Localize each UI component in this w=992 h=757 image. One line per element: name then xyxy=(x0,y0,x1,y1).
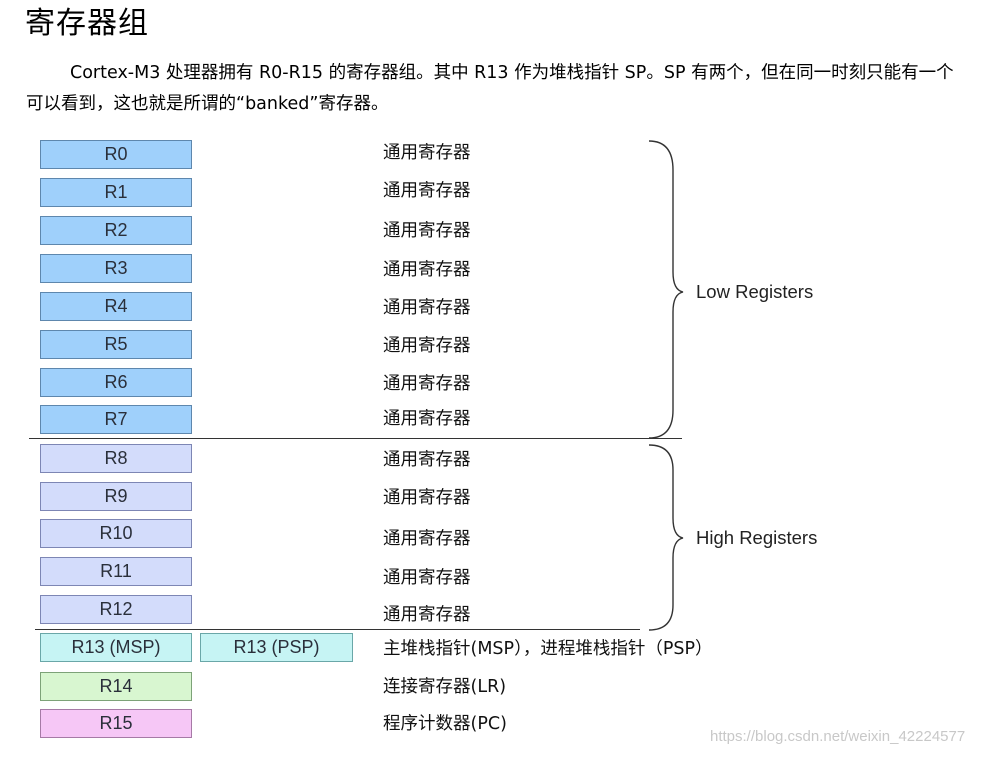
register-r10: R10 xyxy=(40,519,192,548)
low-registers-brace xyxy=(648,140,684,439)
high-registers-brace xyxy=(648,444,684,631)
high-registers-label: High Registers xyxy=(696,527,818,548)
low-high-divider xyxy=(29,438,682,439)
desc-r12: 通用寄存器 xyxy=(383,605,471,625)
desc-r10: 通用寄存器 xyxy=(383,529,471,549)
desc-r8: 通用寄存器 xyxy=(383,450,471,470)
desc-r2: 通用寄存器 xyxy=(383,221,471,241)
desc-r14: 连接寄存器(LR) xyxy=(383,677,507,697)
register-r15: R15 xyxy=(40,709,192,738)
register-r14: R14 xyxy=(40,672,192,701)
register-r0: R0 xyxy=(40,140,192,169)
register-r3: R3 xyxy=(40,254,192,283)
register-r13-psp: R13 (PSP) xyxy=(200,633,353,662)
register-r1: R1 xyxy=(40,178,192,207)
desc-r5: 通用寄存器 xyxy=(383,336,471,356)
section-heading: 寄存器组 xyxy=(25,6,149,41)
register-r8: R8 xyxy=(40,444,192,473)
desc-r3: 通用寄存器 xyxy=(383,260,471,280)
low-registers-label: Low Registers xyxy=(696,281,814,302)
register-r7: R7 xyxy=(40,405,192,434)
desc-r0: 通用寄存器 xyxy=(383,143,471,163)
desc-r1: 通用寄存器 xyxy=(383,181,471,201)
desc-r6: 通用寄存器 xyxy=(383,374,471,394)
register-r11: R11 xyxy=(40,557,192,586)
register-r9: R9 xyxy=(40,482,192,511)
register-r4: R4 xyxy=(40,292,192,321)
desc-r7: 通用寄存器 xyxy=(383,409,471,429)
desc-r15: 程序计数器(PC) xyxy=(383,714,507,734)
desc-r9: 通用寄存器 xyxy=(383,488,471,508)
desc-r11: 通用寄存器 xyxy=(383,568,471,588)
register-r13-msp: R13 (MSP) xyxy=(40,633,192,662)
register-r6: R6 xyxy=(40,368,192,397)
desc-r13: 主堆栈指针(MSP），进程堆栈指针（PSP） xyxy=(383,639,713,659)
register-r2: R2 xyxy=(40,216,192,245)
watermark: https://blog.csdn.net/weixin_42224577 xyxy=(710,728,966,745)
desc-r4: 通用寄存器 xyxy=(383,298,471,318)
intro-paragraph: Cortex-M3 处理器拥有 R0-R15 的寄存器组。其中 R13 作为堆栈… xyxy=(26,63,954,114)
register-r5: R5 xyxy=(40,330,192,359)
high-special-divider xyxy=(35,629,640,630)
register-r12: R12 xyxy=(40,595,192,624)
